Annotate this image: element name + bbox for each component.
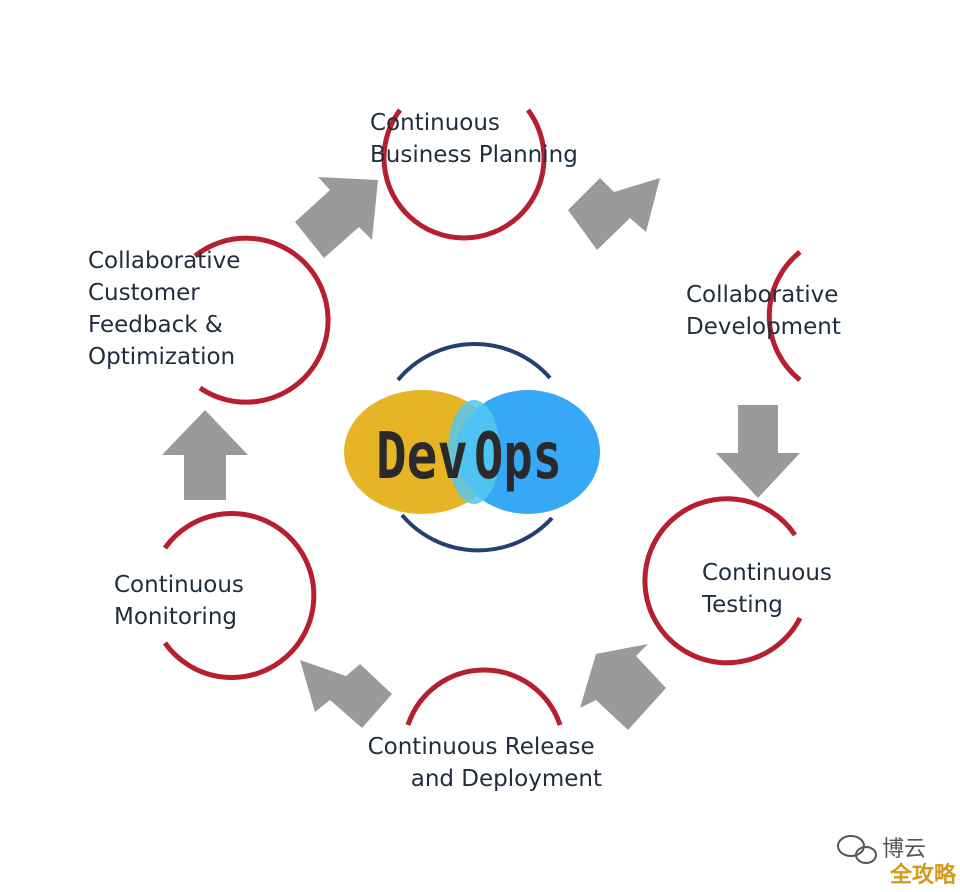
arrow-development-to-testing <box>716 405 800 498</box>
arrow-testing-to-release <box>580 644 666 730</box>
stage-ring-development <box>766 250 802 382</box>
stage-label-business-planning: Continuous Business Planning <box>370 110 578 168</box>
logo-text-ops: Ops <box>474 420 562 494</box>
stage-ring-testing <box>642 496 803 666</box>
logo-ring-top <box>396 342 552 382</box>
stage-label-development: Collaborative Development <box>686 282 846 340</box>
arrow-feedback-to-planning <box>295 177 378 258</box>
devops-logo: Dev Ops <box>344 342 600 553</box>
wechat-icon <box>837 835 877 864</box>
stage-label-testing: Continuous Testing <box>701 560 839 618</box>
stage-ring-business-planning <box>381 108 547 241</box>
logo-text-dev: Dev <box>376 420 468 494</box>
stage-ring-monitoring <box>162 511 317 680</box>
stage-label-feedback: Collaborative Customer Feedback & Optimi… <box>88 248 248 370</box>
watermark-sub-text: 全攻略 <box>889 862 957 888</box>
stage-ring-release <box>405 667 563 726</box>
stage-label-monitoring: Continuous Monitoring <box>114 572 251 630</box>
watermark-main-text: 博云 <box>882 837 926 862</box>
watermark: 博云 全攻略 <box>837 835 957 888</box>
arrow-monitoring-to-feedback <box>162 410 248 500</box>
logo-ring-bottom <box>400 513 554 553</box>
stage-ring-feedback <box>193 235 331 405</box>
arrow-planning-to-development <box>568 178 660 250</box>
arrow-release-to-monitoring <box>300 660 392 728</box>
logo-overlap <box>448 400 500 504</box>
stage-label-release: Continuous Release and Deployment <box>368 734 602 792</box>
